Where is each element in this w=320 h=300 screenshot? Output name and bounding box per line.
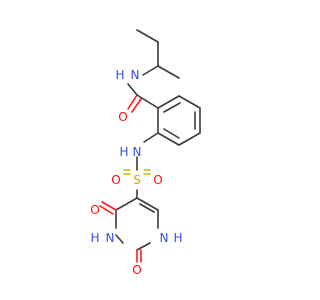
bond-pyr-2 <box>136 197 159 211</box>
bond-pyr-1 <box>115 197 138 211</box>
bond-n-c <box>127 83 138 96</box>
atom-labels: H N O N H S O O O H N N H O <box>90 68 182 277</box>
atom-h-ring-right: H <box>173 231 182 245</box>
bond-c-ring <box>136 94 159 109</box>
atom-n-sulfonamide: N <box>133 145 142 159</box>
atom-n-ring-right: N <box>160 231 169 245</box>
bond-ring-5 <box>157 132 180 146</box>
atom-o-ring-upper: O <box>90 203 99 217</box>
atom-n-ring-left: N <box>106 231 115 245</box>
atom-o-ring-lower: O <box>132 263 141 277</box>
bond-pyr-o-upper <box>101 201 117 211</box>
bond-c-o-double-2 <box>131 98 142 113</box>
bond-ch-n <box>142 65 159 76</box>
atom-n-amide-h: H <box>115 68 124 82</box>
molecule-structure: H N O N H S O O O H N N H O <box>90 29 201 277</box>
atom-h-ring-left: H <box>90 231 99 245</box>
atom-s: S <box>133 173 141 187</box>
atom-o-sulfonyl-right: O <box>153 173 162 187</box>
atom-o-amide: O <box>118 110 127 124</box>
bond-ch-methyl <box>157 65 180 79</box>
atom-o-sulfonyl-left: O <box>111 173 120 187</box>
atom-n-amide: N <box>131 68 140 82</box>
bond-pyr-5 <box>115 234 124 244</box>
bond-ring-inner-1 <box>163 102 181 113</box>
bonds <box>99 29 201 263</box>
bond-ring-4 <box>178 132 201 146</box>
bond-ring-nh <box>143 132 159 143</box>
bond-ring-2 <box>178 95 201 109</box>
bond-c-o-double-1 <box>127 94 138 110</box>
bond-pyr-o-upper-2 <box>99 205 114 215</box>
bond-ring-1 <box>157 95 180 109</box>
bond-pyr-4 <box>136 242 151 251</box>
bond-ethyl-1 <box>136 29 159 43</box>
bond-ring-inner-3 <box>163 128 180 139</box>
bond-pyr-2-inner <box>139 203 155 213</box>
atom-h-sulfonamide: H <box>119 145 128 159</box>
